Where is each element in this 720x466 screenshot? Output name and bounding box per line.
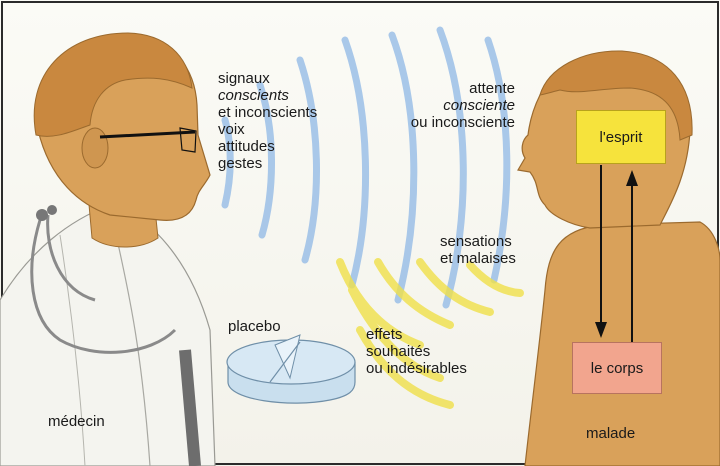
- doctor-label: médecin: [48, 413, 105, 430]
- effects-label: effets souhaités ou indésirables: [366, 326, 467, 377]
- body-box-label: le corps: [591, 360, 644, 377]
- sensations-line-2: et malaises: [440, 250, 516, 267]
- signals-line-4: voix: [218, 121, 317, 138]
- signals-line-2: conscients: [218, 87, 317, 104]
- mind-box-label: l'esprit: [600, 129, 643, 146]
- doctor-signals-label: signaux conscients et inconscients voix …: [218, 70, 317, 172]
- expectation-line-1: attente: [380, 80, 515, 97]
- signals-line-6: gestes: [218, 155, 317, 172]
- signals-line-5: attitudes: [218, 138, 317, 155]
- patient-label: malade: [586, 425, 635, 442]
- effects-line-2: souhaités: [366, 343, 467, 360]
- body-box: le corps: [572, 342, 662, 394]
- mind-box: l'esprit: [576, 110, 666, 164]
- patient-expectation-label: attente consciente ou inconsciente: [380, 80, 515, 131]
- placebo-label: placebo: [228, 318, 281, 335]
- sensations-label: sensations et malaises: [440, 233, 516, 267]
- expectation-line-3: ou inconsciente: [380, 114, 515, 131]
- placebo-pill: [227, 335, 355, 403]
- sensations-line-1: sensations: [440, 233, 516, 250]
- effects-line-1: effets: [366, 326, 467, 343]
- doctor-figure: [0, 33, 215, 466]
- signals-line-3: et inconscients: [218, 104, 317, 121]
- signals-line-1: signaux: [218, 70, 317, 87]
- effects-line-3: ou indésirables: [366, 360, 467, 377]
- expectation-line-2: consciente: [380, 97, 515, 114]
